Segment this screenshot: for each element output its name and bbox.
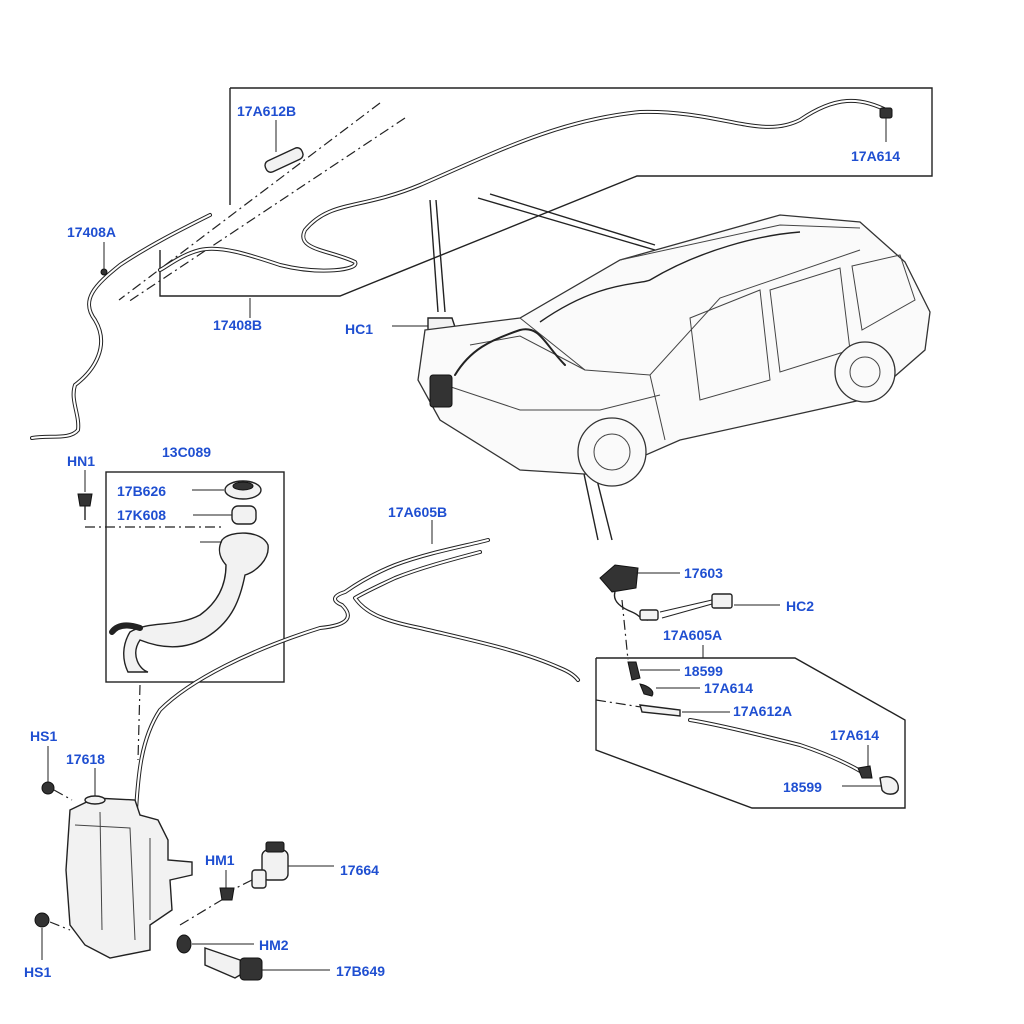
callout-17A605A: 17A605A [663,627,722,643]
grommet-HM2 [176,934,254,954]
filler-neck-pipe [109,532,269,673]
callout-17A614-top: 17A614 [851,148,900,164]
callout-18599-b: 18599 [783,779,822,795]
callout-17B626: 17B626 [117,483,166,499]
vehicle-illustration [417,214,931,487]
nut-HN1 [77,470,93,520]
washer-pump-17B649 [204,947,330,981]
washer-reservoir-17618 [65,795,193,959]
washer-hose-17A605B [134,520,580,812]
hose-clip-17408A [100,242,108,276]
callout-17A614-b: 17A614 [830,727,879,743]
rear-washer-hose-17408A [30,213,212,440]
callout-17A614-a: 17A614 [704,680,753,696]
callout-17664: 17664 [340,862,379,878]
callout-HS1-bottom: HS1 [24,964,51,980]
rear-washer-inset-frame [159,87,933,297]
callout-17603: 17603 [684,565,723,581]
callout-17A605B: 17A605B [388,504,447,520]
grommet-HM1 [219,870,235,901]
callout-17A612B-top: 17A612B [237,103,296,119]
callout-17B649: 17B649 [336,963,385,979]
filler-cap-17B626 [192,480,262,500]
callout-17408B: 17408B [213,317,262,333]
callout-HC2: HC2 [786,598,814,614]
callout-labels: 17A612B 17A614 17408A 17408B HC1 HN1 13C… [24,103,900,980]
callout-18599-a: 18599 [684,663,723,679]
callout-HS1-top: HS1 [30,728,57,744]
washer-jet-17603 [599,564,680,621]
callout-17K608: 17K608 [117,507,166,523]
screw-HS1-bottom [34,912,71,960]
callout-17618: 17618 [66,751,105,767]
hose-connector-17A612B [264,120,304,173]
callout-17408A: 17408A [67,224,116,240]
inset-hose-parts [627,661,899,795]
rear-washer-hose-17408B [158,98,892,273]
filler-seal-17K608 [193,505,257,525]
washer-pump-17664 [231,841,334,891]
rear-washer-jet-17A614 [879,107,893,142]
callout-17A612A: 17A612A [733,703,792,719]
screw-HS1-top [41,746,73,801]
callout-HC1: HC1 [345,321,373,337]
callout-HM2: HM2 [259,937,289,953]
callout-HM1: HM1 [205,852,235,868]
headlamp-washer-inset-frame [595,657,906,809]
callout-HN1: HN1 [67,453,95,469]
callout-13C089: 13C089 [162,444,211,460]
clip-HC2 [659,593,780,619]
